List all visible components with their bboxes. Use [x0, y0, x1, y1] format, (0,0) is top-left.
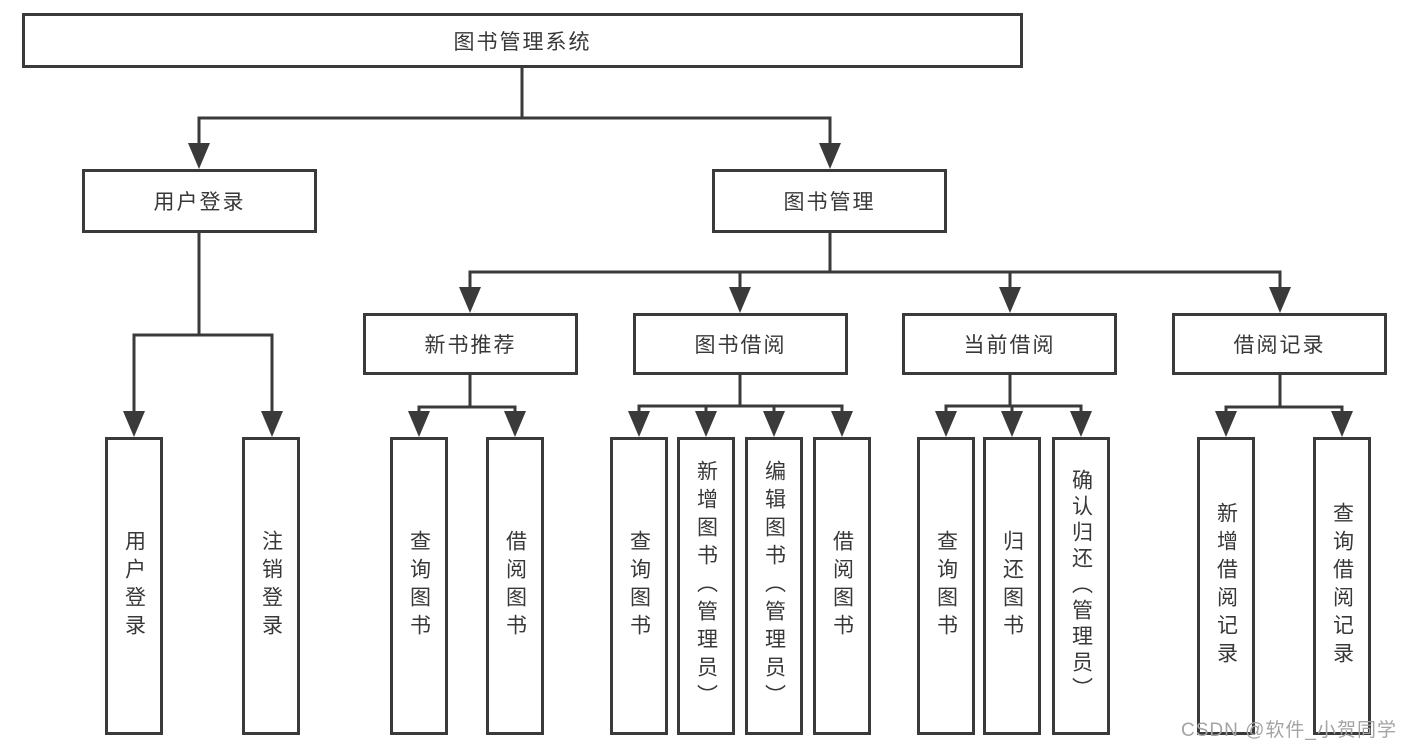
node-leaf-query-borrow-record-label: 查询借阅记录 [1330, 502, 1354, 670]
node-leaf-add-borrow-record-label: 新增借阅记录 [1214, 502, 1238, 670]
node-leaf-borrow-book-1-label: 借阅图书 [503, 530, 527, 642]
node-book-management: 图书管理 [712, 169, 947, 233]
node-leaf-query-borrow-record: 查询借阅记录 [1313, 437, 1371, 735]
node-leaf-logout: 注销登录 [242, 437, 300, 735]
node-borrow-records: 借阅记录 [1172, 313, 1387, 375]
node-root: 图书管理系统 [22, 13, 1023, 68]
node-current-borrow: 当前借阅 [902, 313, 1117, 375]
node-leaf-query-book-2-label: 查询图书 [627, 530, 651, 642]
node-root-label: 图书管理系统 [453, 30, 592, 54]
node-leaf-user-login-label: 用户登录 [122, 530, 146, 642]
node-leaf-return-book-label: 归还图书 [1000, 530, 1024, 642]
node-book-management-label: 图书管理 [783, 191, 876, 214]
node-leaf-edit-book-label: 编辑图书（管理员） [762, 460, 786, 712]
node-leaf-add-book-label: 新增图书（管理员） [694, 460, 718, 712]
node-leaf-confirm-return: 确认归还（管理员） [1052, 437, 1110, 735]
node-new-book-recommend-label: 新书推荐 [424, 334, 517, 357]
node-leaf-return-book: 归还图书 [983, 437, 1041, 735]
node-leaf-user-login: 用户登录 [105, 437, 163, 735]
node-current-borrow-label: 当前借阅 [963, 334, 1056, 357]
node-leaf-borrow-book-2-label: 借阅图书 [830, 530, 854, 642]
node-leaf-add-borrow-record: 新增借阅记录 [1197, 437, 1255, 735]
node-leaf-query-book-3-label: 查询图书 [934, 530, 958, 642]
node-leaf-query-book-2: 查询图书 [610, 437, 668, 735]
node-leaf-edit-book: 编辑图书（管理员） [745, 437, 803, 735]
node-book-borrow: 图书借阅 [633, 313, 848, 375]
node-user-login-group: 用户登录 [82, 169, 317, 233]
node-user-login-group-label: 用户登录 [153, 191, 246, 214]
node-leaf-add-book: 新增图书（管理员） [677, 437, 735, 735]
node-leaf-confirm-return-label: 确认归还（管理员） [1069, 469, 1093, 703]
node-leaf-borrow-book-2: 借阅图书 [813, 437, 871, 735]
node-borrow-records-label: 借阅记录 [1233, 334, 1326, 357]
node-leaf-query-book-1-label: 查询图书 [407, 530, 431, 642]
node-new-book-recommend: 新书推荐 [363, 313, 578, 375]
node-leaf-query-book-1: 查询图书 [390, 437, 448, 735]
csdn-watermark: CSDN @软件_小贺同学 [1181, 720, 1397, 741]
node-leaf-borrow-book-1: 借阅图书 [486, 437, 544, 735]
node-book-borrow-label: 图书借阅 [694, 334, 787, 357]
node-leaf-query-book-3: 查询图书 [917, 437, 975, 735]
node-leaf-logout-label: 注销登录 [259, 530, 283, 642]
